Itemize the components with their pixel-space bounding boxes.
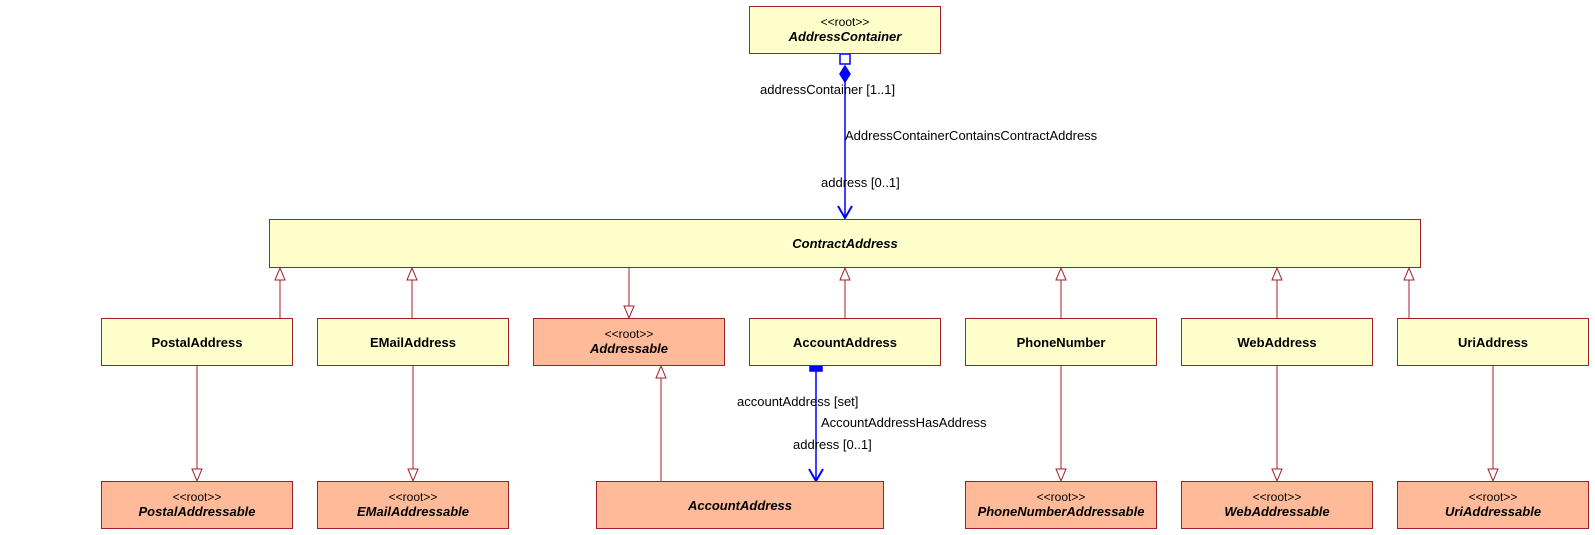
class-addressable[interactable]: <<root>> Addressable bbox=[533, 318, 725, 366]
class-name: PhoneNumber bbox=[1016, 334, 1106, 350]
class-phone-number-addressable[interactable]: <<root>> PhoneNumberAddressable bbox=[965, 481, 1157, 529]
arrowhead-uri-addressable bbox=[1487, 468, 1499, 483]
class-name: WebAddress bbox=[1237, 334, 1317, 350]
class-postal-addressable[interactable]: <<root>> PostalAddressable bbox=[101, 481, 293, 529]
stereotype-label: <<root>> bbox=[1252, 490, 1302, 504]
arrowhead-email bbox=[406, 266, 418, 281]
arrowhead-postal bbox=[274, 266, 286, 281]
role-label-account-address: accountAddress [set] bbox=[737, 394, 859, 409]
association-container-contains bbox=[837, 53, 853, 220]
association-name-container-contains: AddressContainerContainsContractAddress bbox=[845, 128, 1098, 143]
stereotype-label: <<root>> bbox=[604, 327, 654, 341]
class-name: PostalAddress bbox=[151, 334, 243, 350]
class-email-address[interactable]: EMailAddress bbox=[317, 318, 509, 366]
class-name: AccountAddress bbox=[687, 497, 793, 513]
class-postal-address[interactable]: PostalAddress bbox=[101, 318, 293, 366]
class-name: EMailAddress bbox=[370, 334, 456, 350]
stereotype-label: <<root>> bbox=[1468, 490, 1518, 504]
arrowhead-email-addressable bbox=[407, 468, 419, 483]
stereotype-label: <<root>> bbox=[172, 490, 222, 504]
class-web-address[interactable]: WebAddress bbox=[1181, 318, 1373, 366]
arrowhead-account bbox=[839, 266, 851, 281]
class-name: AccountAddress bbox=[792, 334, 898, 350]
arrowhead-web bbox=[1271, 266, 1283, 281]
class-uri-addressable[interactable]: <<root>> UriAddressable bbox=[1397, 481, 1589, 529]
arrowhead-web-addressable bbox=[1271, 468, 1283, 483]
class-name: Addressable bbox=[589, 341, 669, 356]
class-name: UriAddress bbox=[1457, 334, 1529, 350]
arrowhead-account-root-addressable bbox=[655, 364, 667, 379]
class-uri-address[interactable]: UriAddress bbox=[1397, 318, 1589, 366]
association-name-account-has: AccountAddressHasAddress bbox=[821, 415, 987, 430]
composition-anchor bbox=[839, 53, 851, 65]
role-label-address-top: address [0..1] bbox=[821, 175, 900, 190]
class-name: PhoneNumberAddressable bbox=[977, 504, 1145, 519]
class-web-addressable[interactable]: <<root>> WebAddressable bbox=[1181, 481, 1373, 529]
class-name: UriAddressable bbox=[1444, 504, 1542, 519]
role-label-address-container: addressContainer [1..1] bbox=[760, 82, 896, 97]
arrowhead-phone-addressable bbox=[1055, 468, 1067, 483]
class-name: PostalAddressable bbox=[138, 504, 256, 519]
arrowhead-phone bbox=[1055, 266, 1067, 281]
arrowhead-contract-addressable bbox=[623, 305, 635, 320]
stereotype-label: <<root>> bbox=[1036, 490, 1086, 504]
stereotype-label: <<root>> bbox=[820, 15, 870, 29]
class-phone-number[interactable]: PhoneNumber bbox=[965, 318, 1157, 366]
arrowhead-postal-addressable bbox=[191, 468, 203, 483]
generalization-arrowheads bbox=[191, 266, 1499, 483]
class-account-address-root[interactable]: AccountAddress bbox=[596, 481, 884, 529]
composition-diamond bbox=[839, 64, 851, 84]
class-name: AddressContainer bbox=[788, 29, 902, 44]
navigation-arrowhead bbox=[837, 205, 853, 220]
class-account-address[interactable]: AccountAddress bbox=[749, 318, 941, 366]
arrowhead-uri bbox=[1403, 266, 1415, 281]
role-label-address-bottom: address [0..1] bbox=[793, 437, 872, 452]
class-name: WebAddressable bbox=[1224, 504, 1330, 519]
class-contract-address[interactable]: ContractAddress bbox=[269, 219, 1421, 268]
stereotype-label: <<root>> bbox=[388, 490, 438, 504]
class-name: EMailAddressable bbox=[357, 504, 469, 519]
class-address-container[interactable]: <<root>> AddressContainer bbox=[749, 6, 941, 54]
class-email-addressable[interactable]: <<root>> EMailAddressable bbox=[317, 481, 509, 529]
generalization-lines bbox=[196, 268, 1494, 481]
class-name: ContractAddress bbox=[792, 236, 898, 251]
